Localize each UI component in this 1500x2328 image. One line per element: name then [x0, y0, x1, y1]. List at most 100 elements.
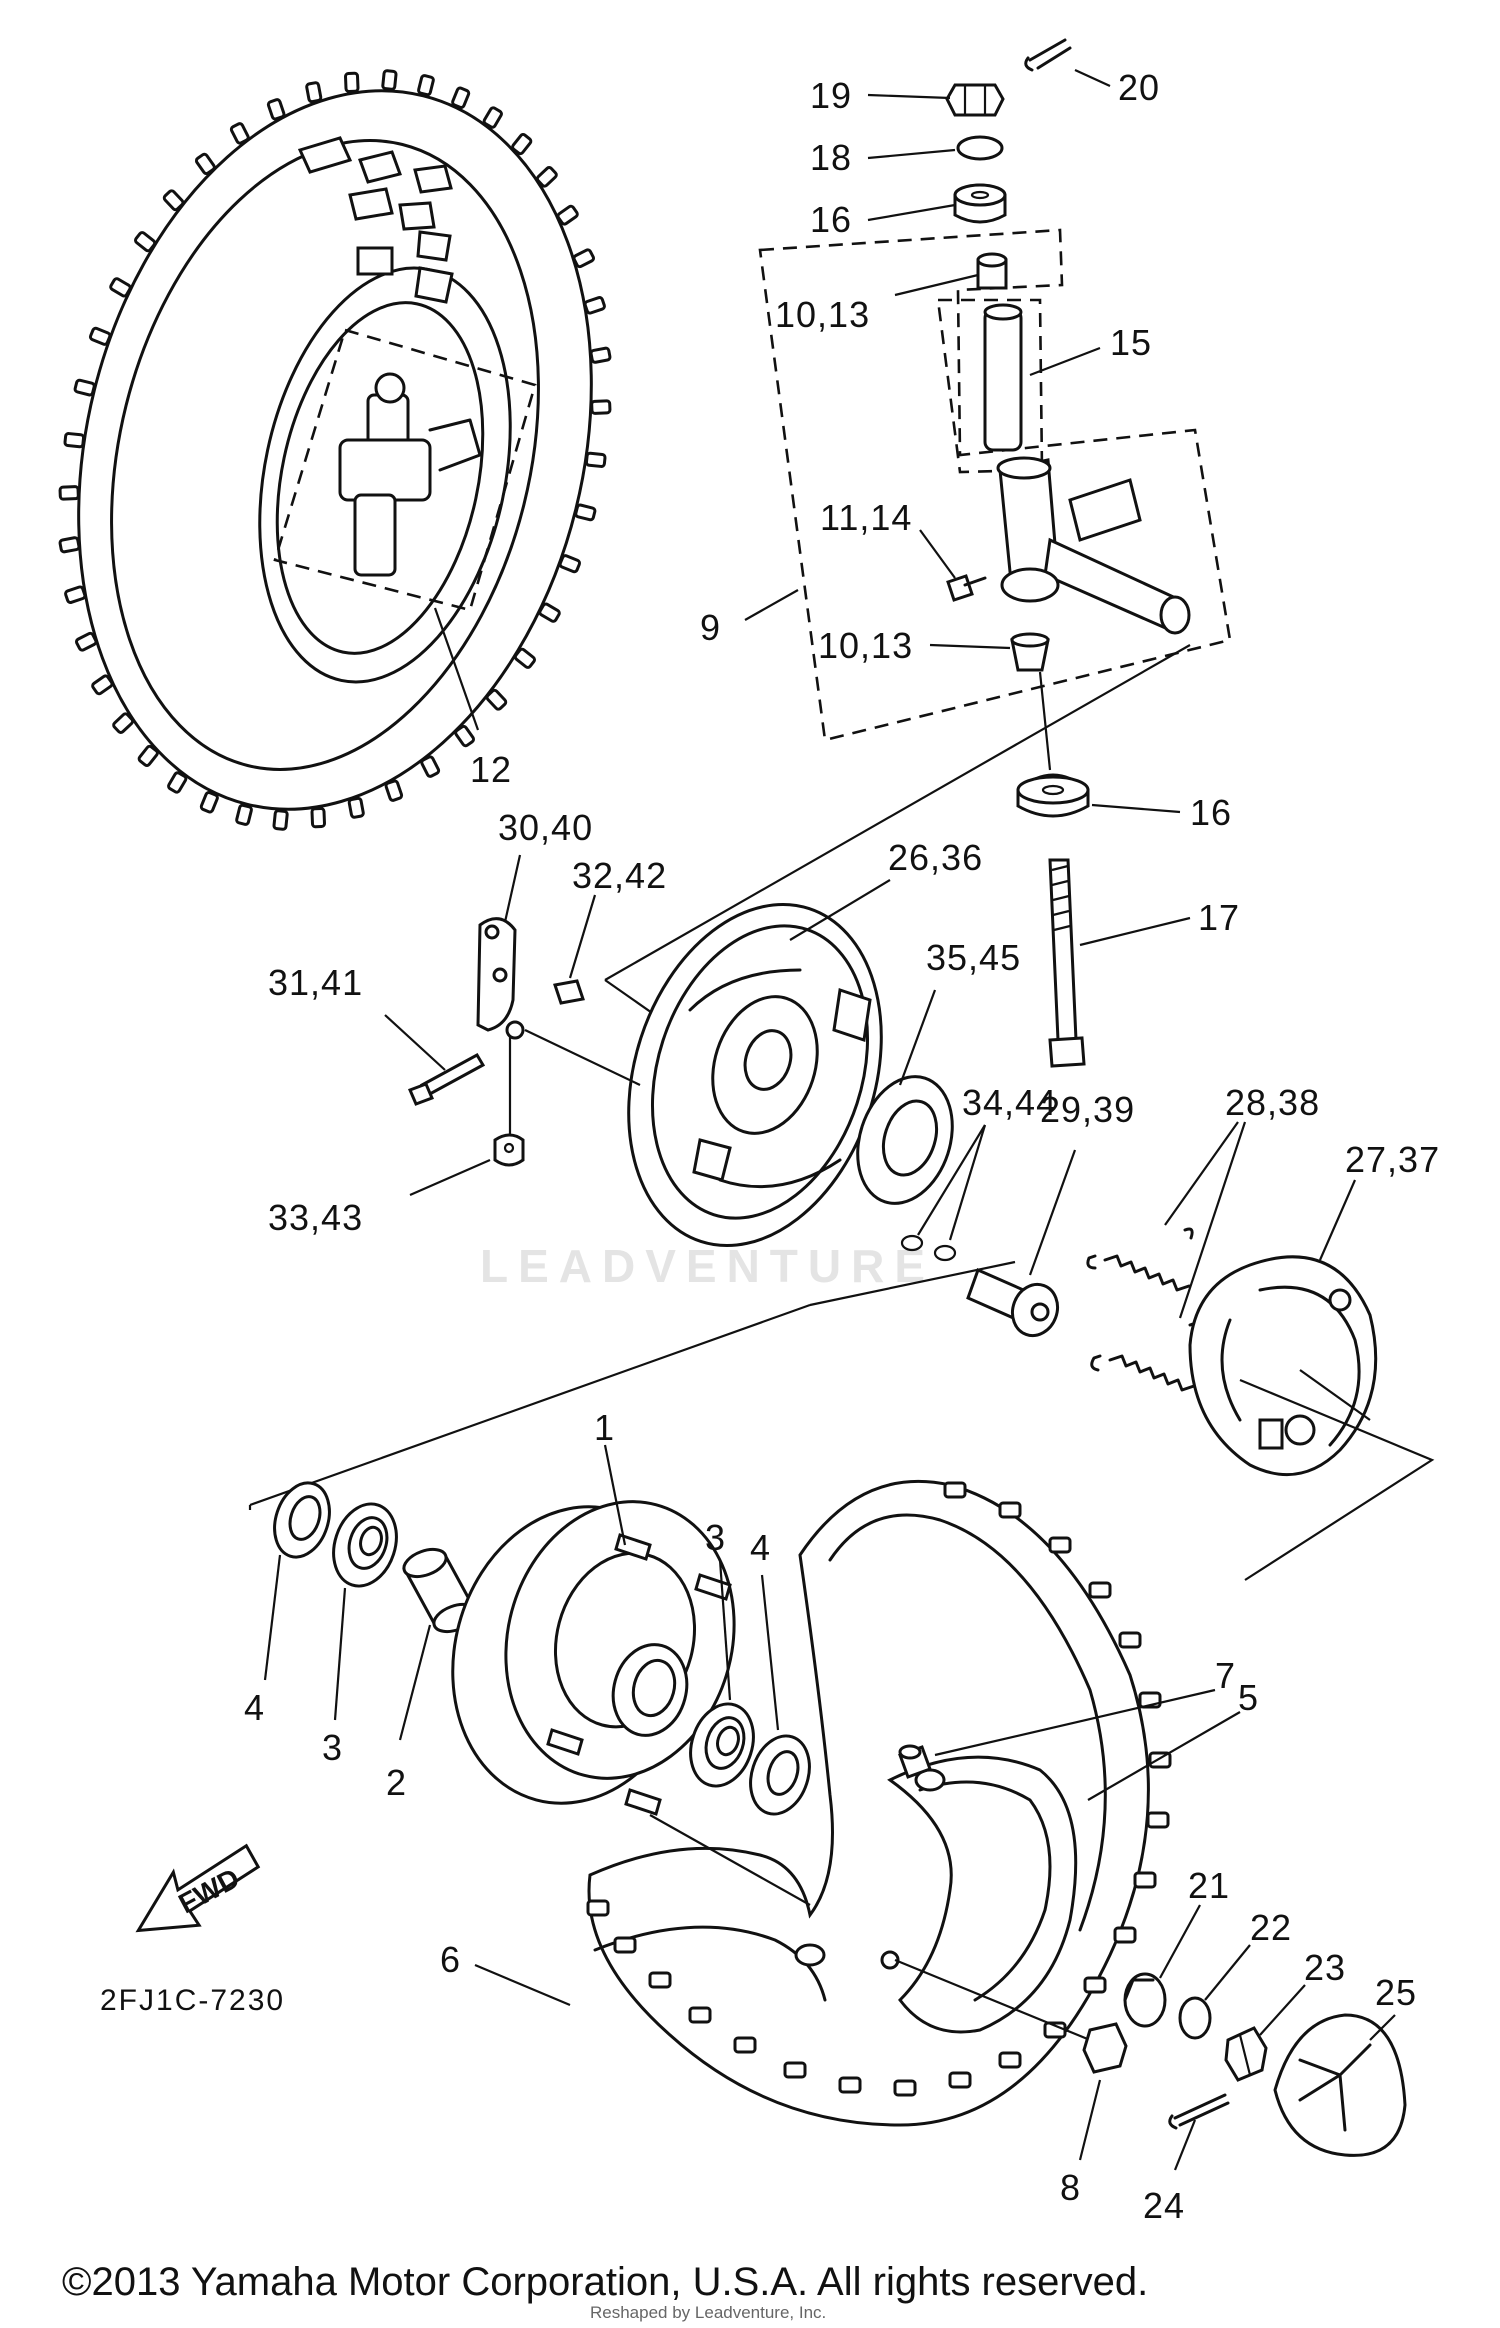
- tread-lug: [272, 809, 289, 831]
- callout-6: 6: [440, 1939, 461, 1980]
- wear-indicator-33-43: [493, 1133, 525, 1167]
- tread-lug: [998, 1501, 1022, 1519]
- tread-lug: [538, 602, 561, 623]
- callout-34-44: 34,44: [962, 1082, 1057, 1123]
- bushing-10-13-lower: [1010, 632, 1050, 672]
- valve-7: [898, 1744, 932, 1779]
- leader-17: [1079, 916, 1191, 947]
- callout-31-41: 31,41: [268, 962, 363, 1003]
- rim-5: [794, 1755, 1078, 2034]
- leader-3-right: [718, 1559, 732, 1701]
- callout-18: 18: [810, 137, 852, 178]
- tread-lug: [948, 2071, 972, 2089]
- tread-lug: [109, 277, 132, 298]
- tread-lug: [347, 796, 365, 819]
- tread-lug: [420, 755, 441, 778]
- o-rings-34-44: [900, 1234, 957, 1262]
- tread-lug: [586, 1899, 610, 1917]
- callout-9: 9: [700, 607, 721, 648]
- callout-16-top: 16: [810, 199, 852, 240]
- brake-shoes-27-37: [1188, 1255, 1378, 1477]
- oil-seal-4-right: [749, 1734, 811, 1816]
- tread-lug: [75, 631, 98, 652]
- tread-lug: [167, 771, 188, 794]
- callout-20: 20: [1118, 67, 1160, 108]
- tread-lug: [381, 69, 398, 91]
- callout-27-37: 27,37: [1345, 1139, 1440, 1180]
- tread-lug: [688, 2006, 712, 2024]
- leader-11-14: [919, 529, 956, 579]
- oil-seal-4-left: [273, 1481, 331, 1559]
- tread-lug: [998, 2051, 1022, 2069]
- tread-lug: [1083, 1976, 1107, 1994]
- tread-lug: [134, 231, 157, 253]
- callout-15: 15: [1110, 322, 1152, 363]
- leader-31-41: [384, 1014, 446, 1071]
- washer-18: [956, 135, 1004, 161]
- leader-24: [1173, 2119, 1197, 2171]
- leader-15: [1029, 346, 1101, 377]
- callout-4-left: 4: [244, 1687, 265, 1728]
- leader-2: [398, 1624, 432, 1741]
- tread-lug: [451, 86, 471, 109]
- grease-fitting-11-14: [946, 574, 987, 602]
- tread-lug: [63, 432, 86, 449]
- copyright-text: ©2013 Yamaha Motor Corporation, U.S.A. A…: [62, 2260, 1148, 2304]
- collar-15: [983, 303, 1023, 452]
- tread-lug: [485, 688, 508, 711]
- callout-7: 7: [1215, 1655, 1236, 1696]
- callout-3-left: 3: [322, 1727, 343, 1768]
- callout-25: 25: [1375, 1972, 1417, 2013]
- callout-32-42: 32,42: [572, 855, 667, 896]
- watermark: LEADVENTURE: [480, 1240, 935, 1292]
- dust-cover-16-top: [953, 183, 1007, 224]
- callout-16-bottom: 16: [1190, 792, 1232, 833]
- leader-8: [1078, 2079, 1102, 2161]
- callout-12: 12: [470, 749, 512, 790]
- kingpin-axis: [1038, 671, 1052, 771]
- lug-nut-8: [1082, 2022, 1128, 2074]
- tread-lug: [417, 74, 435, 97]
- tread-lug: [584, 451, 607, 468]
- hub-cap-25: [1273, 2013, 1407, 2157]
- tread-lug: [838, 2076, 862, 2094]
- tread-lug: [344, 71, 360, 93]
- leader-16-bottom: [1091, 803, 1181, 814]
- cotter-pin-24: [1168, 2093, 1230, 2130]
- leader-18: [867, 148, 956, 160]
- axle-axis: [894, 1958, 1091, 2042]
- callout-10-13-lower: 10,13: [818, 625, 913, 666]
- tread-lug: [162, 189, 185, 212]
- tread-lug: [58, 536, 81, 554]
- assembly-line-lower: [249, 1260, 1435, 1581]
- leader-35-45: [898, 989, 937, 1086]
- credit-text: Reshaped by Leadventure, Inc.: [590, 2303, 826, 2322]
- tread-lug: [305, 81, 323, 104]
- leader-16-top: [867, 203, 956, 222]
- tread-lug: [1133, 1871, 1157, 1889]
- tread-lug: [558, 554, 582, 574]
- knuckle-assembly-box: [758, 228, 1232, 742]
- tread-lug: [88, 326, 112, 346]
- tread-lug: [310, 807, 326, 829]
- leader-23: [1259, 1984, 1306, 2036]
- tread-lug: [943, 1481, 967, 1499]
- callout-30-40: 30,40: [498, 807, 593, 848]
- leader-12: [433, 607, 480, 731]
- cam-lever-30-40: [476, 917, 525, 1040]
- callout-35-45: 35,45: [926, 937, 1021, 978]
- leader-20: [1074, 68, 1111, 88]
- tread-lug: [733, 2036, 757, 2054]
- shoe-axis: [1299, 1369, 1371, 1421]
- nut-32-42: [553, 979, 585, 1005]
- tire-lugs: [586, 1481, 1172, 2097]
- tread-lug: [893, 2079, 917, 2097]
- callout-22: 22: [1250, 1907, 1292, 1948]
- leader-29-39: [1028, 1149, 1077, 1276]
- tread-lug: [235, 803, 253, 826]
- leader-7: [934, 1688, 1216, 1757]
- leader-10-13-upper: [894, 273, 979, 297]
- tread-lug: [556, 204, 579, 226]
- hub-drum-1: [451, 1500, 736, 1816]
